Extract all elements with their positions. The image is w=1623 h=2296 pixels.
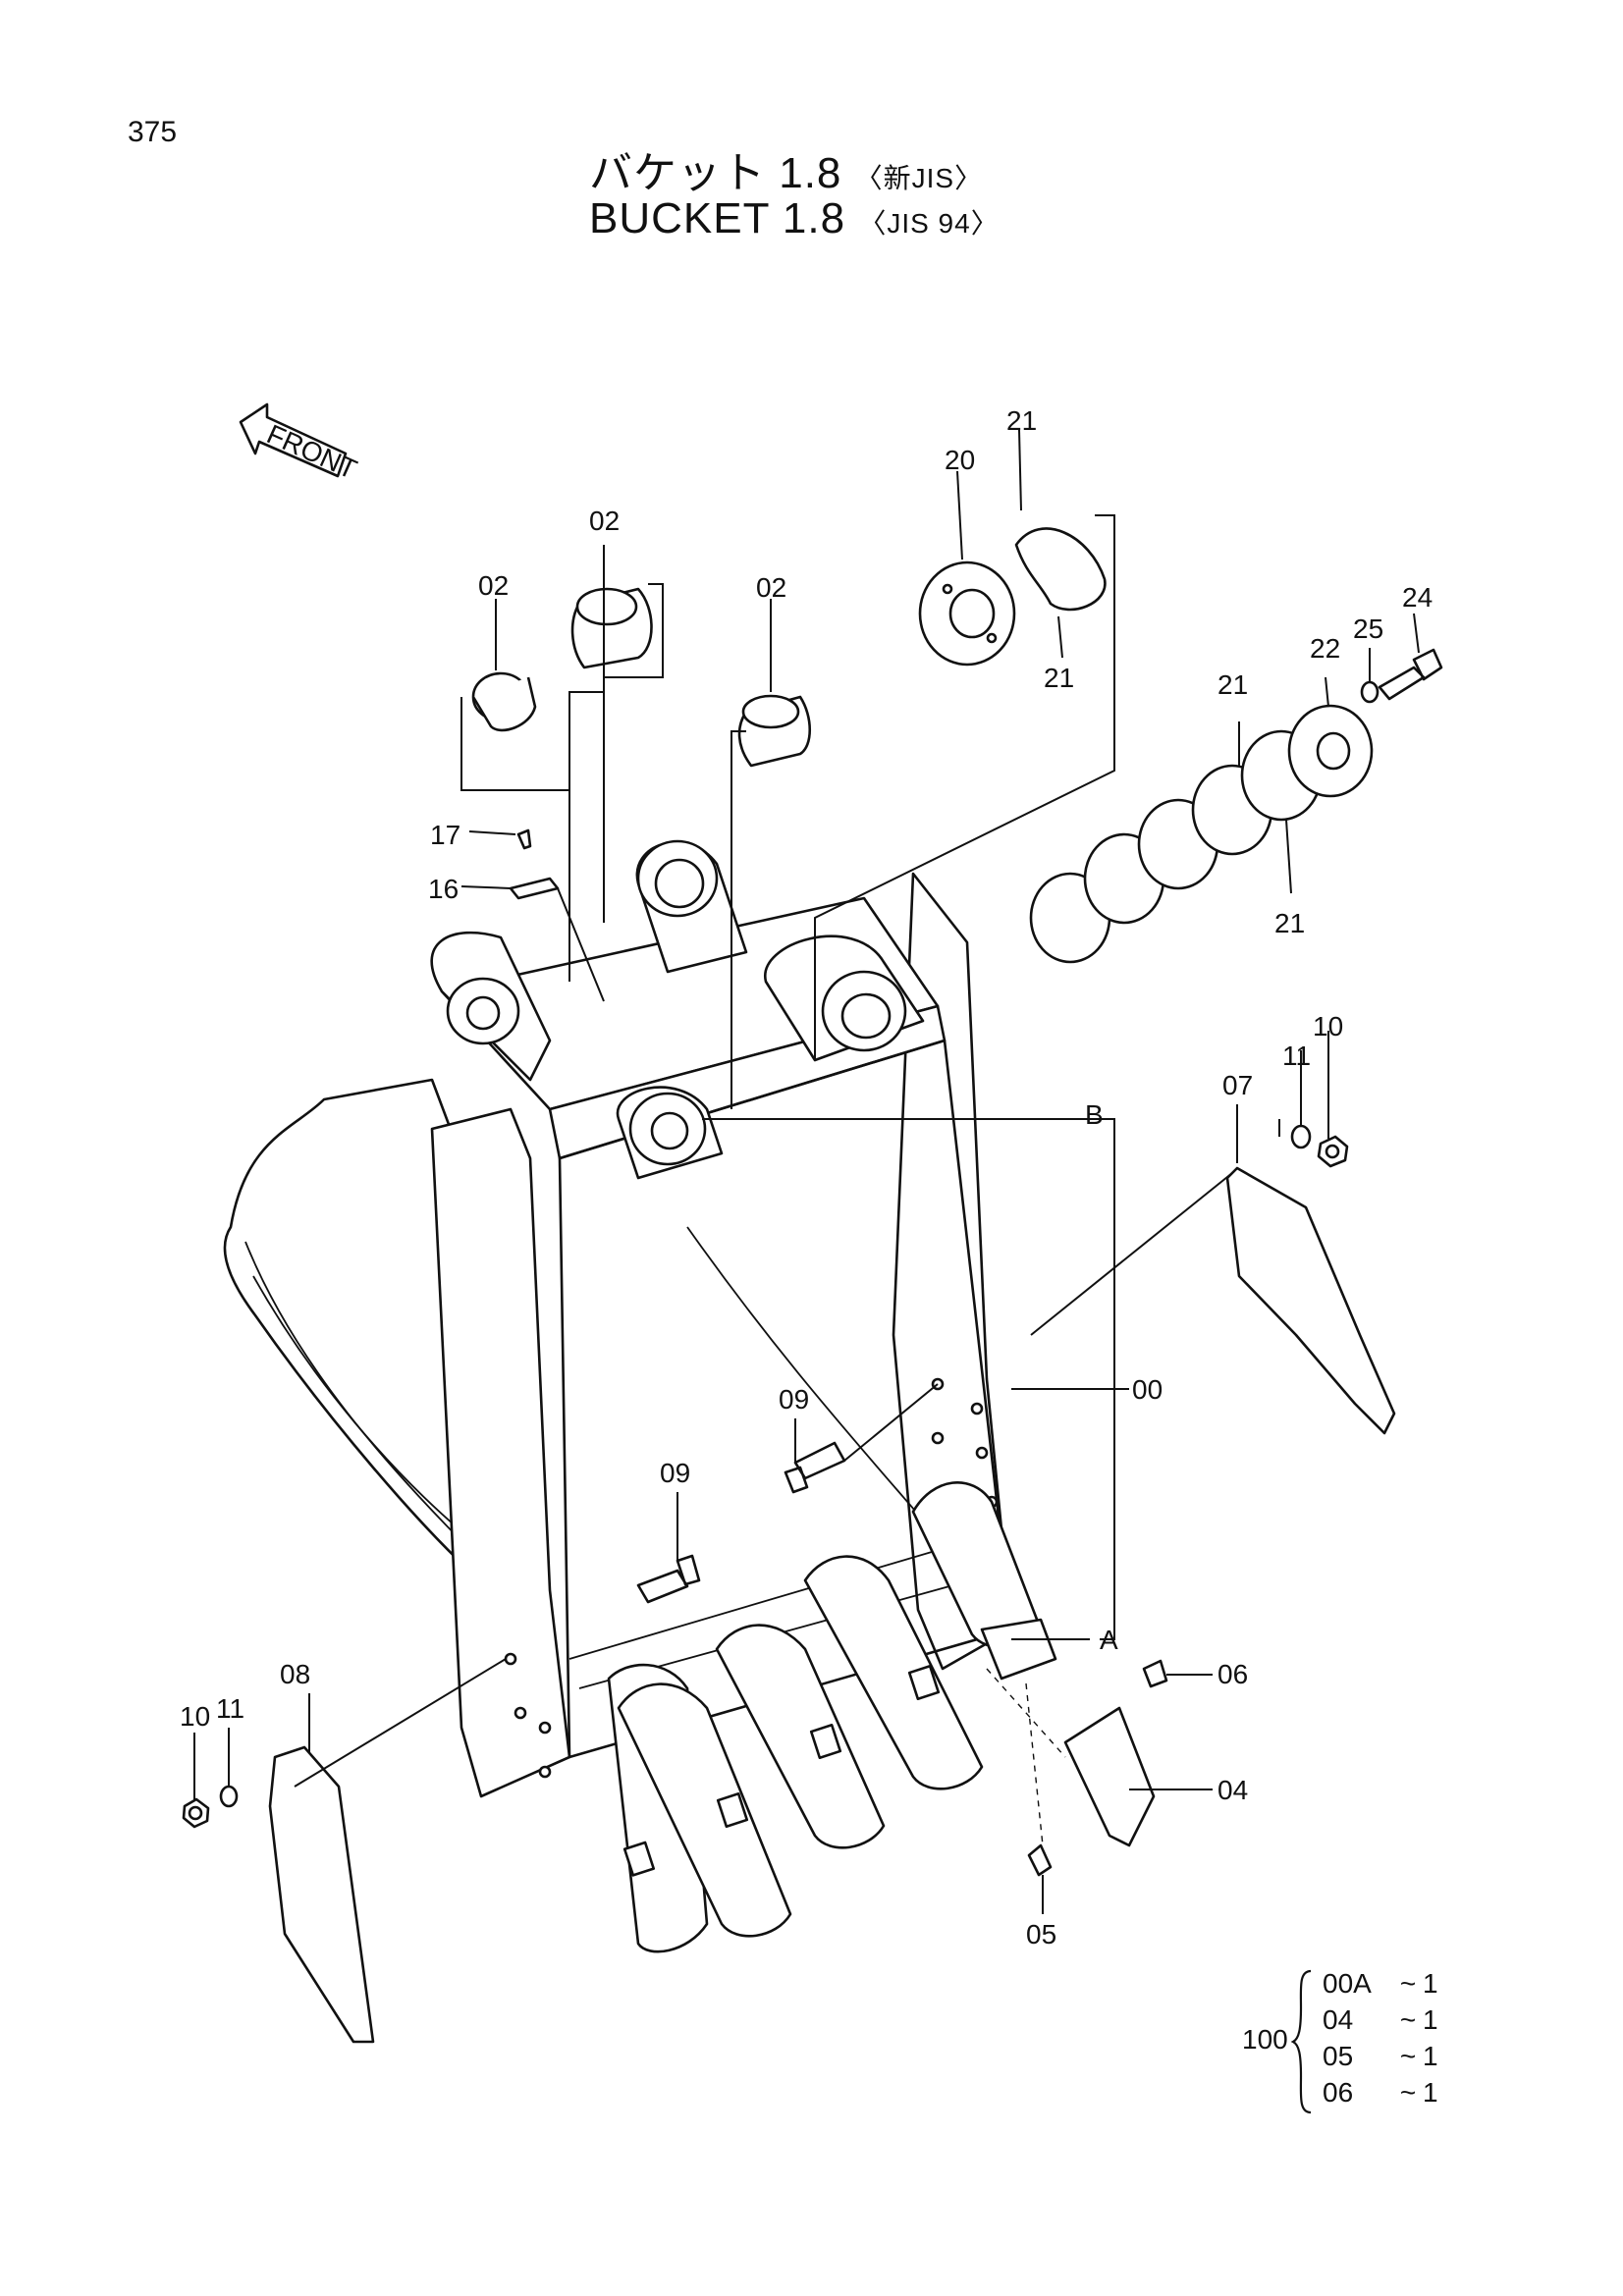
- callout-24: 24: [1402, 582, 1433, 613]
- bushing-right: [737, 694, 811, 768]
- kit-row: 04~1: [1323, 2004, 1438, 2035]
- callout-21-upper: 21: [1044, 663, 1074, 693]
- ref-A: A: [1100, 1625, 1118, 1655]
- title-en-main: BUCKET 1.8: [589, 194, 846, 242]
- callout-04: 04: [1217, 1775, 1248, 1805]
- bucket-body: [223, 839, 1013, 1798]
- leader-lines: [193, 429, 1420, 1914]
- title-en-standard: 〈JIS 94〉: [858, 208, 1000, 239]
- tooth-4: [803, 1555, 984, 1790]
- title-english: BUCKET 1.8 〈JIS 94〉: [589, 194, 1000, 243]
- nut-10-right: [1317, 1135, 1349, 1168]
- front-arrow-label: FRONT: [262, 418, 361, 485]
- callout-16: 16: [428, 874, 459, 904]
- callout-09-right: 09: [779, 1384, 809, 1415]
- washer-11-right: [1290, 1124, 1312, 1149]
- washer-11-left: [219, 1785, 239, 1808]
- kit-note: 100 00A~1 04~1 05~1 06~1: [1242, 1968, 1448, 2115]
- callout-21-stack: 21: [1217, 669, 1248, 700]
- lock-06: [1142, 1659, 1168, 1688]
- callout-02-left: 02: [478, 570, 509, 601]
- side-cutter-07: [1225, 1166, 1396, 1435]
- callout-11-left: 11: [216, 1693, 244, 1724]
- callout-10-right: 10: [1313, 1011, 1343, 1041]
- pin-boss-20: [918, 561, 1016, 667]
- callout-21-top: 21: [1006, 405, 1037, 436]
- pin-05: [1027, 1843, 1053, 1877]
- callout-02-right: 02: [756, 572, 786, 603]
- tooth-adapter: [980, 1618, 1057, 1681]
- title-japanese: バケット 1.8 〈新JIS〉: [589, 137, 983, 200]
- kit-total-code: 100: [1242, 2024, 1288, 2055]
- screw-17: [516, 828, 532, 850]
- callout-21-lower: 21: [1274, 908, 1305, 938]
- tooth-5: [911, 1481, 1043, 1648]
- brace-icon: [1291, 1969, 1312, 2114]
- callout-02-center: 02: [589, 506, 620, 536]
- side-cutter-08: [268, 1745, 375, 2044]
- bucket-teeth: [607, 1481, 1057, 1953]
- callout-17: 17: [430, 820, 460, 850]
- bushing-center: [570, 587, 653, 669]
- kit-row: 05~1: [1323, 2041, 1438, 2071]
- callout-11-right: 11: [1282, 1041, 1311, 1071]
- callout-07: 07: [1222, 1070, 1253, 1100]
- page-number: 375: [128, 116, 178, 148]
- callout-22: 22: [1310, 633, 1340, 664]
- washer-25: [1360, 680, 1380, 704]
- callout-25: 25: [1353, 614, 1383, 644]
- callout-00: 00: [1132, 1374, 1163, 1405]
- bolt-24: [1378, 648, 1443, 701]
- plate-22: [1287, 704, 1374, 798]
- shim-21-upper: [1014, 527, 1107, 612]
- kit-row: 06~1: [1323, 2077, 1438, 2108]
- callout-06: 06: [1217, 1659, 1248, 1689]
- callout-labels: 21 20 02 02 02 24 25 22 21 21 21 17 16 1…: [180, 405, 1433, 1949]
- bushing-left: [471, 671, 537, 732]
- kit-row: 00A~1: [1323, 1968, 1438, 1999]
- nut-10-left: [182, 1797, 210, 1829]
- callout-09-left: 09: [660, 1458, 690, 1488]
- callout-05: 05: [1026, 1919, 1056, 1949]
- front-arrow-icon: FRONT: [239, 402, 361, 485]
- callout-20: 20: [945, 445, 975, 475]
- tooth-3: [715, 1624, 886, 1849]
- title-jp-standard: 〈新JIS〉: [854, 163, 984, 193]
- callout-08: 08: [280, 1659, 310, 1689]
- callout-10-left: 10: [180, 1701, 210, 1732]
- tooth-2: [617, 1682, 792, 1938]
- tooth-point-04: [1063, 1706, 1156, 1847]
- title-jp-main: バケット 1.8: [589, 149, 842, 197]
- plate-16: [509, 877, 560, 900]
- ref-B: B: [1085, 1099, 1104, 1130]
- bolt-09-left: [636, 1554, 701, 1604]
